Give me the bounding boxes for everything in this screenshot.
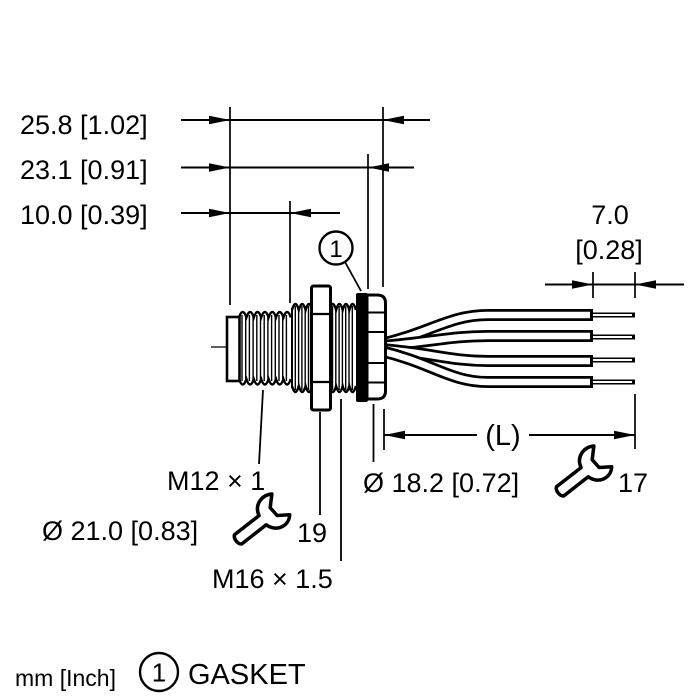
connector-tip [225,315,241,383]
dim-length-label: (L) [485,420,520,452]
dim-tip-mm-label: 7.0 [591,200,629,230]
stripped-wire-tips [593,312,635,385]
callout-circle [318,230,354,266]
mount-wrench-size-label: 17 [618,468,648,498]
dim-tip-inch-label: [0.28] [575,235,643,265]
front-thread-label: M12 × 1 [167,466,265,496]
m16-thread-front [290,302,314,394]
gasket-dia-label: Ø 18.2 [0.72] [363,468,519,498]
lead-wires [379,309,635,388]
callout-1: 1 [318,230,362,292]
wrench-17-icon [554,444,614,498]
front-wrench-size-label: 19 [297,518,327,548]
dim-overall-label: 25.8 [1.02] [20,110,148,140]
mount-thread-label: M16 × 1.5 [212,564,333,594]
legend-circle [138,651,180,693]
m12-thread [237,310,292,386]
gasket [356,293,368,402]
dimension-to-face: 23.1 [0.91] [20,155,414,185]
leader-m12 [258,389,264,465]
wrench-19-icon [232,492,292,546]
footer: mm [Inch] 1 GASKET [15,651,306,693]
dim-to-face-label: 23.1 [0.91] [20,155,148,185]
part-labels: M12 × 1 Ø 21.0 [0.83] 19 M16 × 1.5 Ø 18.… [42,389,648,594]
callout-number: 1 [329,236,342,263]
dimension-thread-length: 10.0 [0.39] [20,200,340,230]
dim-thread-length-label: 10.0 [0.39] [20,200,148,230]
front-dia-label: Ø 21.0 [0.83] [42,516,198,546]
top-dimensions: 25.8 [1.02] 23.1 [0.91] 10.0 [0.39] [20,107,430,305]
tip-dimension: 7.0 [0.28] [545,200,684,298]
legend-label: GASKET [188,659,306,691]
units-note: mm [Inch] [15,665,116,691]
legend-number: 1 [152,658,166,688]
m16-thread-rear [328,302,358,394]
hex-flange [310,284,332,412]
dimension-overall: 25.8 [1.02] [20,110,430,140]
length-dimension: (L) [383,394,636,452]
connector-body [211,284,387,412]
hex-nut [365,293,387,401]
